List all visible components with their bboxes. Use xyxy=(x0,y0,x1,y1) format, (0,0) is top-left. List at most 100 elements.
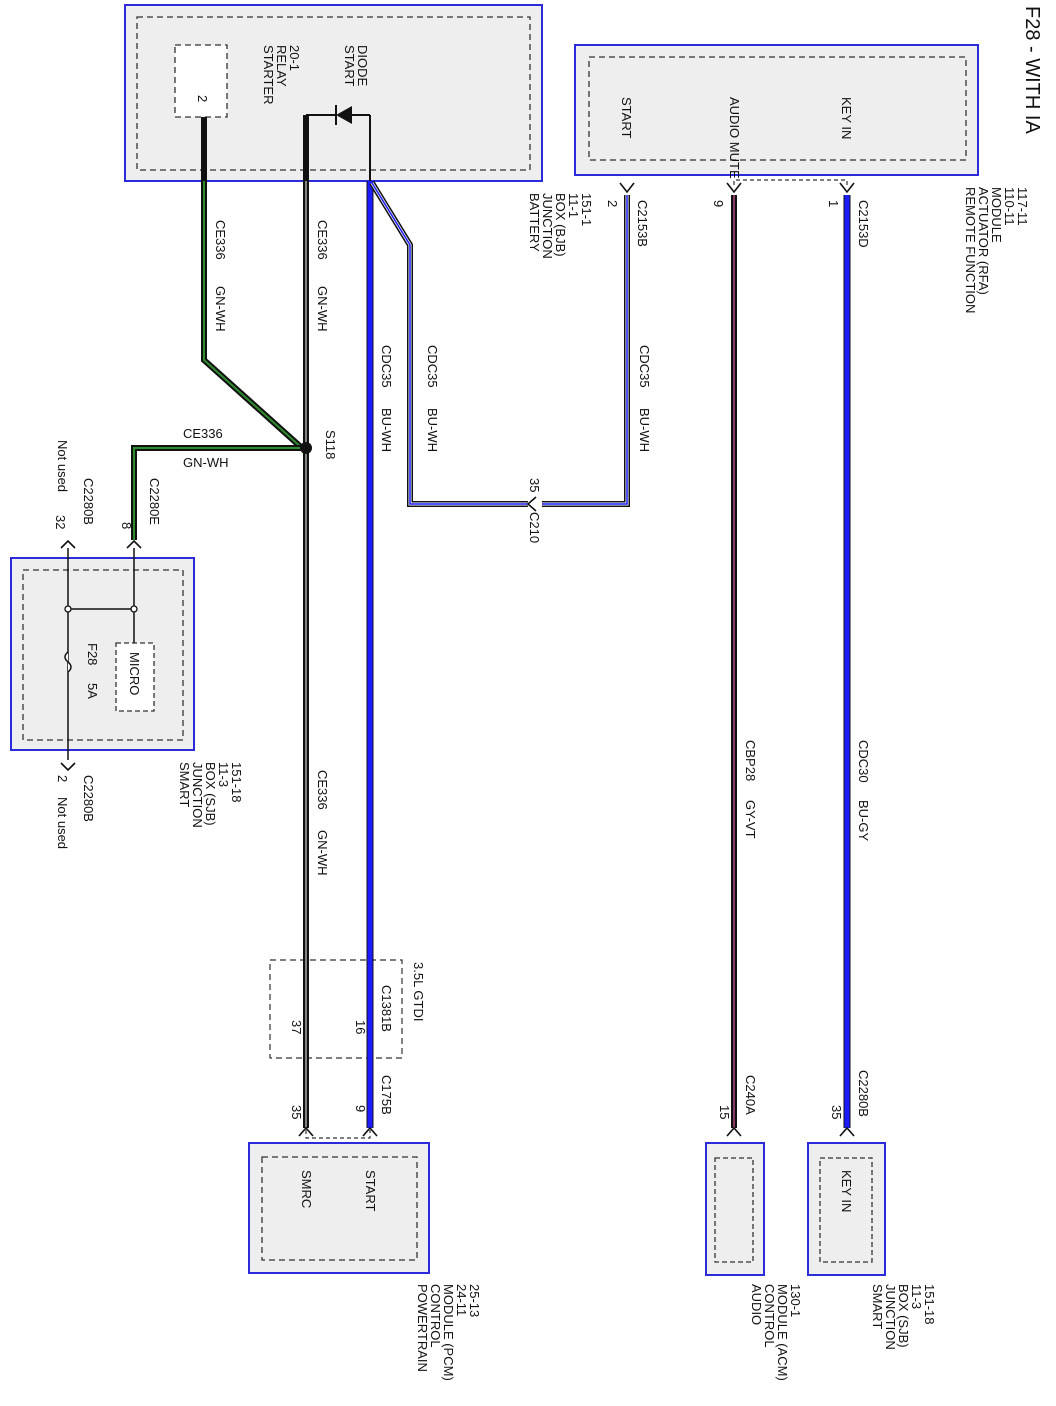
connector-arrows xyxy=(60,182,855,1137)
wire-cdc35-rfa xyxy=(542,195,630,507)
sjb-right-pin-key-in: KEY IN xyxy=(839,1170,854,1212)
c2153b-label: C2153B xyxy=(635,200,650,247)
bjb-label-2: JUNCTION xyxy=(540,193,555,259)
gtdi-pin-37: 37 xyxy=(289,1020,304,1034)
rfa-module xyxy=(574,44,979,176)
wire-ce336-low-circuit: CE336 xyxy=(315,770,330,810)
sjb-left-label-5: 151-18 xyxy=(229,762,244,802)
svg-text:SMART JUNCTION BOX (SJ: SMART JUNCTION BOX (SJB) 11-3 151-18 xyxy=(870,1284,937,1353)
c2153-mid-pin: 9 xyxy=(711,200,726,207)
bjb-label-3: BOX (BJB) xyxy=(553,193,568,257)
bjb-label-1: BATTERY xyxy=(527,193,542,252)
svg-text:POWERTRAIN CONTROL MOD: POWERTRAIN CONTROL MODULE (PCM) 24-11 25… xyxy=(415,1284,482,1384)
pcm-module xyxy=(248,1142,430,1274)
page-title: F28 - WITH IA xyxy=(1021,6,1043,134)
micro-block xyxy=(115,642,155,712)
svg-text:STARTER RELAY 20-1: STARTER RELAY 20-1 xyxy=(261,45,302,108)
wire-cdc35-b-circuit: CDC35 xyxy=(425,345,440,388)
starter-relay-label-2: RELAY xyxy=(274,45,289,87)
c240a-pin: 15 xyxy=(717,1105,732,1119)
start-diode-label-2: DIODE xyxy=(355,45,370,87)
acm-module xyxy=(705,1142,765,1276)
wire-cdc30-circuit: CDC30 xyxy=(856,740,871,783)
wire-ce336-low-color: GN-WH xyxy=(315,830,330,876)
svg-text:REMOTE FUNCTION ACTUATOR (: REMOTE FUNCTION ACTUATOR (RFA) MODULE 11… xyxy=(963,187,1030,317)
wire-ce336-mid-color: GN-WH xyxy=(315,286,330,332)
wire-cdc35-c-circuit: CDC35 xyxy=(637,345,652,388)
c2280b-top-pin: 32 xyxy=(53,515,68,529)
wire-cdc35-branch xyxy=(369,181,528,507)
pcm-label-5: 25-13 xyxy=(467,1284,482,1317)
pcm-pin-start: START xyxy=(363,1170,378,1211)
gtdi-connector-region xyxy=(269,959,403,1059)
c2280b-top-label: C2280B xyxy=(81,478,96,525)
wire-cdc35-c-color: BU-WH xyxy=(637,408,652,452)
c2280b-bottom-label: C2280B xyxy=(81,775,96,822)
rfa-pin-key-in: KEY IN xyxy=(839,97,854,139)
start-diode-icon xyxy=(335,105,352,125)
rfa-label-1: REMOTE FUNCTION xyxy=(963,187,978,313)
fuse-icon xyxy=(64,651,72,673)
sjb-left-module xyxy=(10,557,195,751)
start-diode-label-1: START xyxy=(342,45,357,86)
wire-ce336-top-circuit: CE336 xyxy=(213,220,228,260)
sjb-right-label-1: SMART xyxy=(870,1284,885,1329)
acm-label-3: MODULE (ACM) xyxy=(775,1284,790,1381)
c2153d-label: C2153D xyxy=(856,200,871,248)
wire-ce336-relay xyxy=(201,117,305,451)
gtdi-pin-16: 16 xyxy=(353,1020,368,1034)
rfa-label-4: 110-11 xyxy=(1002,187,1017,226)
c240a-label: C240A xyxy=(743,1075,758,1115)
relay-pin-2: 2 xyxy=(195,95,210,102)
fuse-label: F28 xyxy=(85,643,100,665)
micro-label: MICRO xyxy=(127,652,142,695)
acm-label-4: 130-1 xyxy=(788,1284,803,1317)
acm-label-2: CONTROL xyxy=(762,1284,777,1347)
wire-ce336-h-color: GN-WH xyxy=(183,455,229,470)
pcm-label-2: CONTROL xyxy=(428,1284,443,1347)
wire-cdc35-b-color: BU-WH xyxy=(425,408,440,452)
splice-s118 xyxy=(300,442,312,454)
sjb-left-label-1: SMART xyxy=(177,762,192,807)
c2280b-right-pin: 35 xyxy=(829,1105,844,1119)
rfa-pin-start: START xyxy=(619,97,634,138)
gtdi-label: 3.5L GTDI xyxy=(411,962,426,1021)
wire-ce336-h-circuit: CE336 xyxy=(183,426,223,441)
c210-label: C210 xyxy=(527,512,542,543)
wire-ce336-top-color: GN-WH xyxy=(213,286,228,332)
sjb-left-label-2: JUNCTION xyxy=(190,762,205,828)
gtdi-connector: C1381B xyxy=(379,985,394,1032)
sjb-left-internals xyxy=(64,548,138,760)
wire-ce336-mid-circuit: CE336 xyxy=(315,220,330,260)
pcm-label-3: MODULE (PCM) xyxy=(441,1284,456,1381)
c175b-pin-9: 9 xyxy=(353,1105,368,1112)
rfa-label-3: MODULE xyxy=(989,187,1004,243)
sjb-right-label-2: JUNCTION xyxy=(883,1284,898,1350)
sjb-right-label-5: 151-18 xyxy=(922,1284,937,1324)
svg-text:BATTERY JUNCTION BOX (: BATTERY JUNCTION BOX (BJB) 11-1 151-1 xyxy=(527,193,594,262)
wire-cbp28-color: GY-VT xyxy=(743,800,758,839)
c210-pin: 35 xyxy=(527,478,542,492)
splice-s118-label: S118 xyxy=(323,430,338,459)
c2280b-bottom-note: Not used xyxy=(55,797,70,849)
sjb-right-label-3: BOX (SJB) xyxy=(896,1284,911,1348)
acm-label-1: AUDIO xyxy=(749,1284,764,1325)
bjb-module xyxy=(124,4,543,182)
pcm-label-1: POWERTRAIN xyxy=(415,1284,430,1372)
wire-cdc35-a-color: BU-WH xyxy=(379,408,394,452)
starter-relay-label-3: 20-1 xyxy=(287,45,302,71)
starter-relay-label-1: STARTER xyxy=(261,45,276,104)
sjb-right-label-4: 11-3 xyxy=(909,1284,924,1309)
svg-text:AUDIO CONTROL MODULE (: AUDIO CONTROL MODULE (ACM) 130-1 xyxy=(749,1284,803,1384)
sjb-right-module xyxy=(807,1142,886,1276)
bjb-label-5: 151-1 xyxy=(579,193,594,226)
sjb-left-label-4: 11-3 xyxy=(216,762,231,787)
rfa-pin-audio-mute: AUDIO MUTE xyxy=(727,97,742,179)
sjb-left-label-3: BOX (SJB) xyxy=(203,762,218,826)
pcm-label-4: 24-11 xyxy=(454,1284,469,1316)
c2280e-pin: 8 xyxy=(119,522,134,529)
c2280b-bottom-pin: 2 xyxy=(55,775,70,782)
rfa-label-5: 117-11 xyxy=(1015,187,1030,226)
fuse-rating: 5A xyxy=(85,683,100,699)
